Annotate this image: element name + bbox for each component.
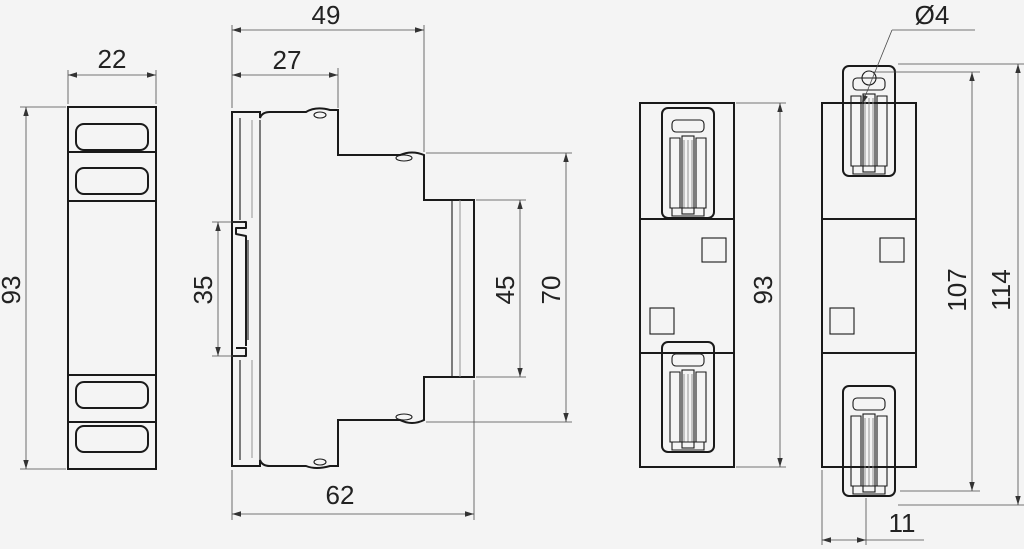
rear-view-extended: Ø4 107 114 11: [821, 0, 1024, 545]
dim-front-width: 22: [98, 44, 127, 74]
front-label-slot: [75, 123, 149, 151]
side-body: [231, 107, 475, 469]
dim-side-rail: 35: [188, 276, 218, 305]
dim-side-depth-front: 27: [273, 45, 302, 75]
extended-clip-top: [842, 65, 896, 177]
dim-side-depth-total: 49: [312, 0, 341, 30]
dim-clip-diameter: Ø4: [915, 0, 950, 30]
dim-front-height: 93: [0, 276, 26, 305]
dim-side-body: 45: [490, 276, 520, 305]
dim-clip-height-114: 114: [986, 269, 1016, 310]
dim-clip-height-107: 107: [942, 268, 972, 311]
rear-view: 93: [639, 102, 786, 468]
rear-body: [639, 102, 735, 468]
dim-clip-width: 11: [889, 508, 916, 538]
front-label-slot: [75, 167, 149, 195]
front-body: [67, 106, 157, 470]
side-view: 49 27 35 45 70 62: [188, 0, 572, 520]
front-label-slot: [75, 425, 149, 453]
dim-side-base: 62: [326, 480, 355, 510]
front-label-slot: [75, 381, 149, 409]
dim-side-height: 70: [536, 276, 566, 305]
front-view: 22 93: [0, 44, 157, 470]
dim-rear-height: 93: [748, 276, 778, 305]
mounting-hole: [861, 70, 877, 86]
